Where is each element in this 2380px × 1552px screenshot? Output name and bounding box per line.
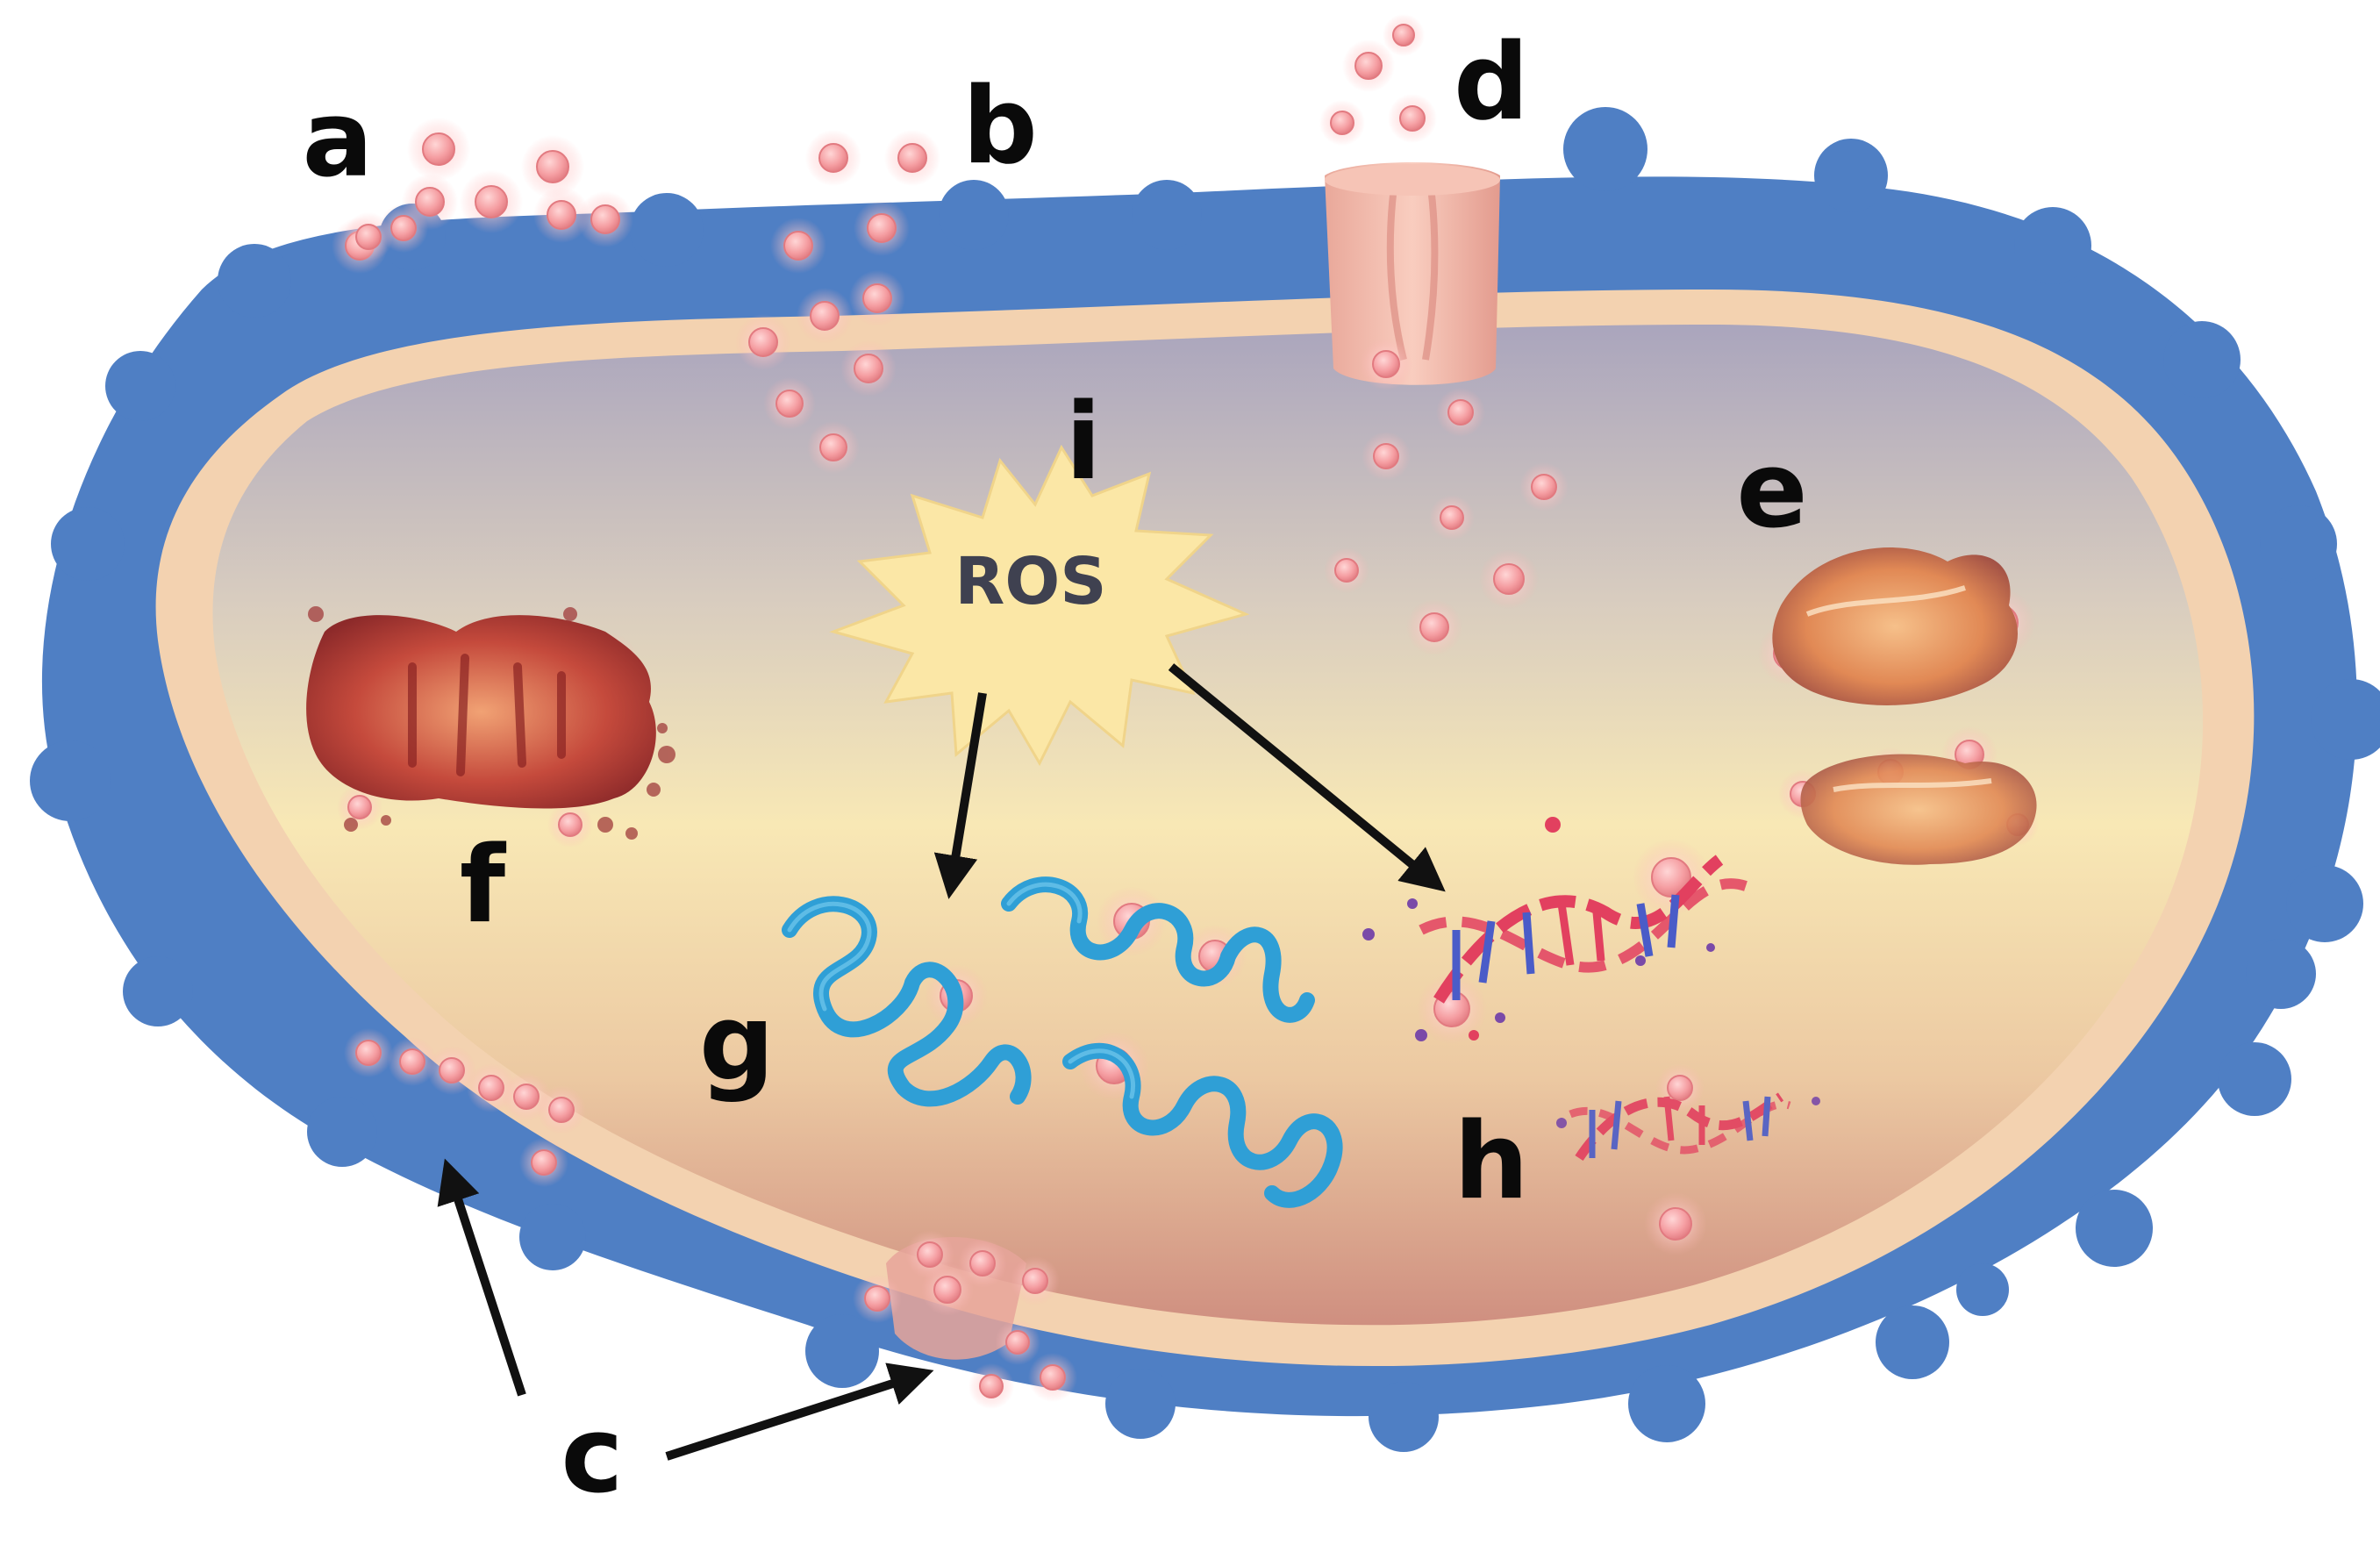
nanoparticle-icon: [918, 1242, 942, 1267]
nanoparticle-icon: [1668, 1076, 1692, 1100]
nanoparticle-icon: [532, 1150, 556, 1175]
membrane-pore-icon: [1325, 162, 1500, 385]
nanoparticle-icon: [559, 813, 582, 836]
nanoparticle-icon: [1660, 1208, 1691, 1240]
nanoparticle-icon: [537, 151, 568, 182]
nanoparticle-icon: [819, 144, 847, 172]
nanoparticle-icon: [1355, 53, 1382, 79]
nanoparticle-icon: [1393, 25, 1414, 46]
arrow-c-right: [667, 1373, 926, 1456]
nanoparticle-icon: [1420, 613, 1448, 641]
nanoparticle-icon: [868, 214, 896, 242]
label-g: g: [699, 983, 775, 1105]
nanoparticle-icon: [423, 133, 454, 165]
nanoparticle-icon: [1040, 1365, 1065, 1390]
nanoparticle-icon: [811, 302, 839, 330]
label-d: d: [1454, 22, 1529, 144]
label-a: a: [303, 79, 374, 201]
nanoparticle-icon: [391, 216, 416, 240]
nanoparticle-icon: [1440, 506, 1463, 529]
nanoparticle-icon: [1335, 559, 1358, 582]
nanoparticle-icon: [514, 1084, 539, 1109]
nanoparticle-icon: [475, 186, 507, 218]
ros-label: ROS: [954, 544, 1106, 619]
nanoparticle-icon: [1494, 564, 1524, 594]
nanoparticle-icon: [1023, 1269, 1047, 1293]
nanoparticle-icon: [440, 1058, 464, 1083]
nanoparticle-icon: [863, 284, 891, 312]
nanoparticle-icon: [549, 1098, 574, 1122]
nanoparticle-icon: [1448, 400, 1473, 425]
nanoparticle-icon: [1532, 475, 1556, 499]
nanoparticle-icon: [980, 1375, 1003, 1398]
nanoparticle-icon: [865, 1286, 890, 1311]
nanoparticle-icon: [348, 796, 371, 819]
nanoparticle-icon: [749, 328, 777, 356]
nanoparticle-icon: [400, 1049, 425, 1074]
nanoparticle-icon: [854, 354, 883, 383]
nanoparticle-icon: [776, 390, 803, 417]
label-b: b: [962, 66, 1038, 188]
nanoparticle-icon: [479, 1076, 504, 1100]
nanoparticle-icon: [820, 434, 847, 461]
nanoparticle-icon: [591, 205, 619, 233]
nanoparticle-icon: [1373, 351, 1399, 377]
nanoparticle-icon: [547, 201, 575, 229]
nanoparticle-icon: [356, 225, 381, 249]
label-e: e: [1736, 430, 1807, 552]
nanoparticle-icon: [934, 1277, 961, 1303]
nanoparticle-icon: [784, 232, 812, 260]
nanoparticle-icon: [1331, 111, 1354, 134]
label-h: h: [1454, 1101, 1528, 1223]
nanoparticle-icon: [970, 1251, 995, 1276]
nanoparticle-icon: [1006, 1331, 1029, 1354]
nanoparticle-icon: [356, 1041, 381, 1065]
nanoparticle-icon: [898, 144, 926, 172]
label-f: f: [460, 825, 507, 947]
nanoparticle-icon: [1374, 444, 1398, 468]
nanoparticle-icon: [1400, 106, 1425, 131]
label-i: i: [1065, 382, 1101, 504]
label-c: c: [561, 1395, 623, 1517]
